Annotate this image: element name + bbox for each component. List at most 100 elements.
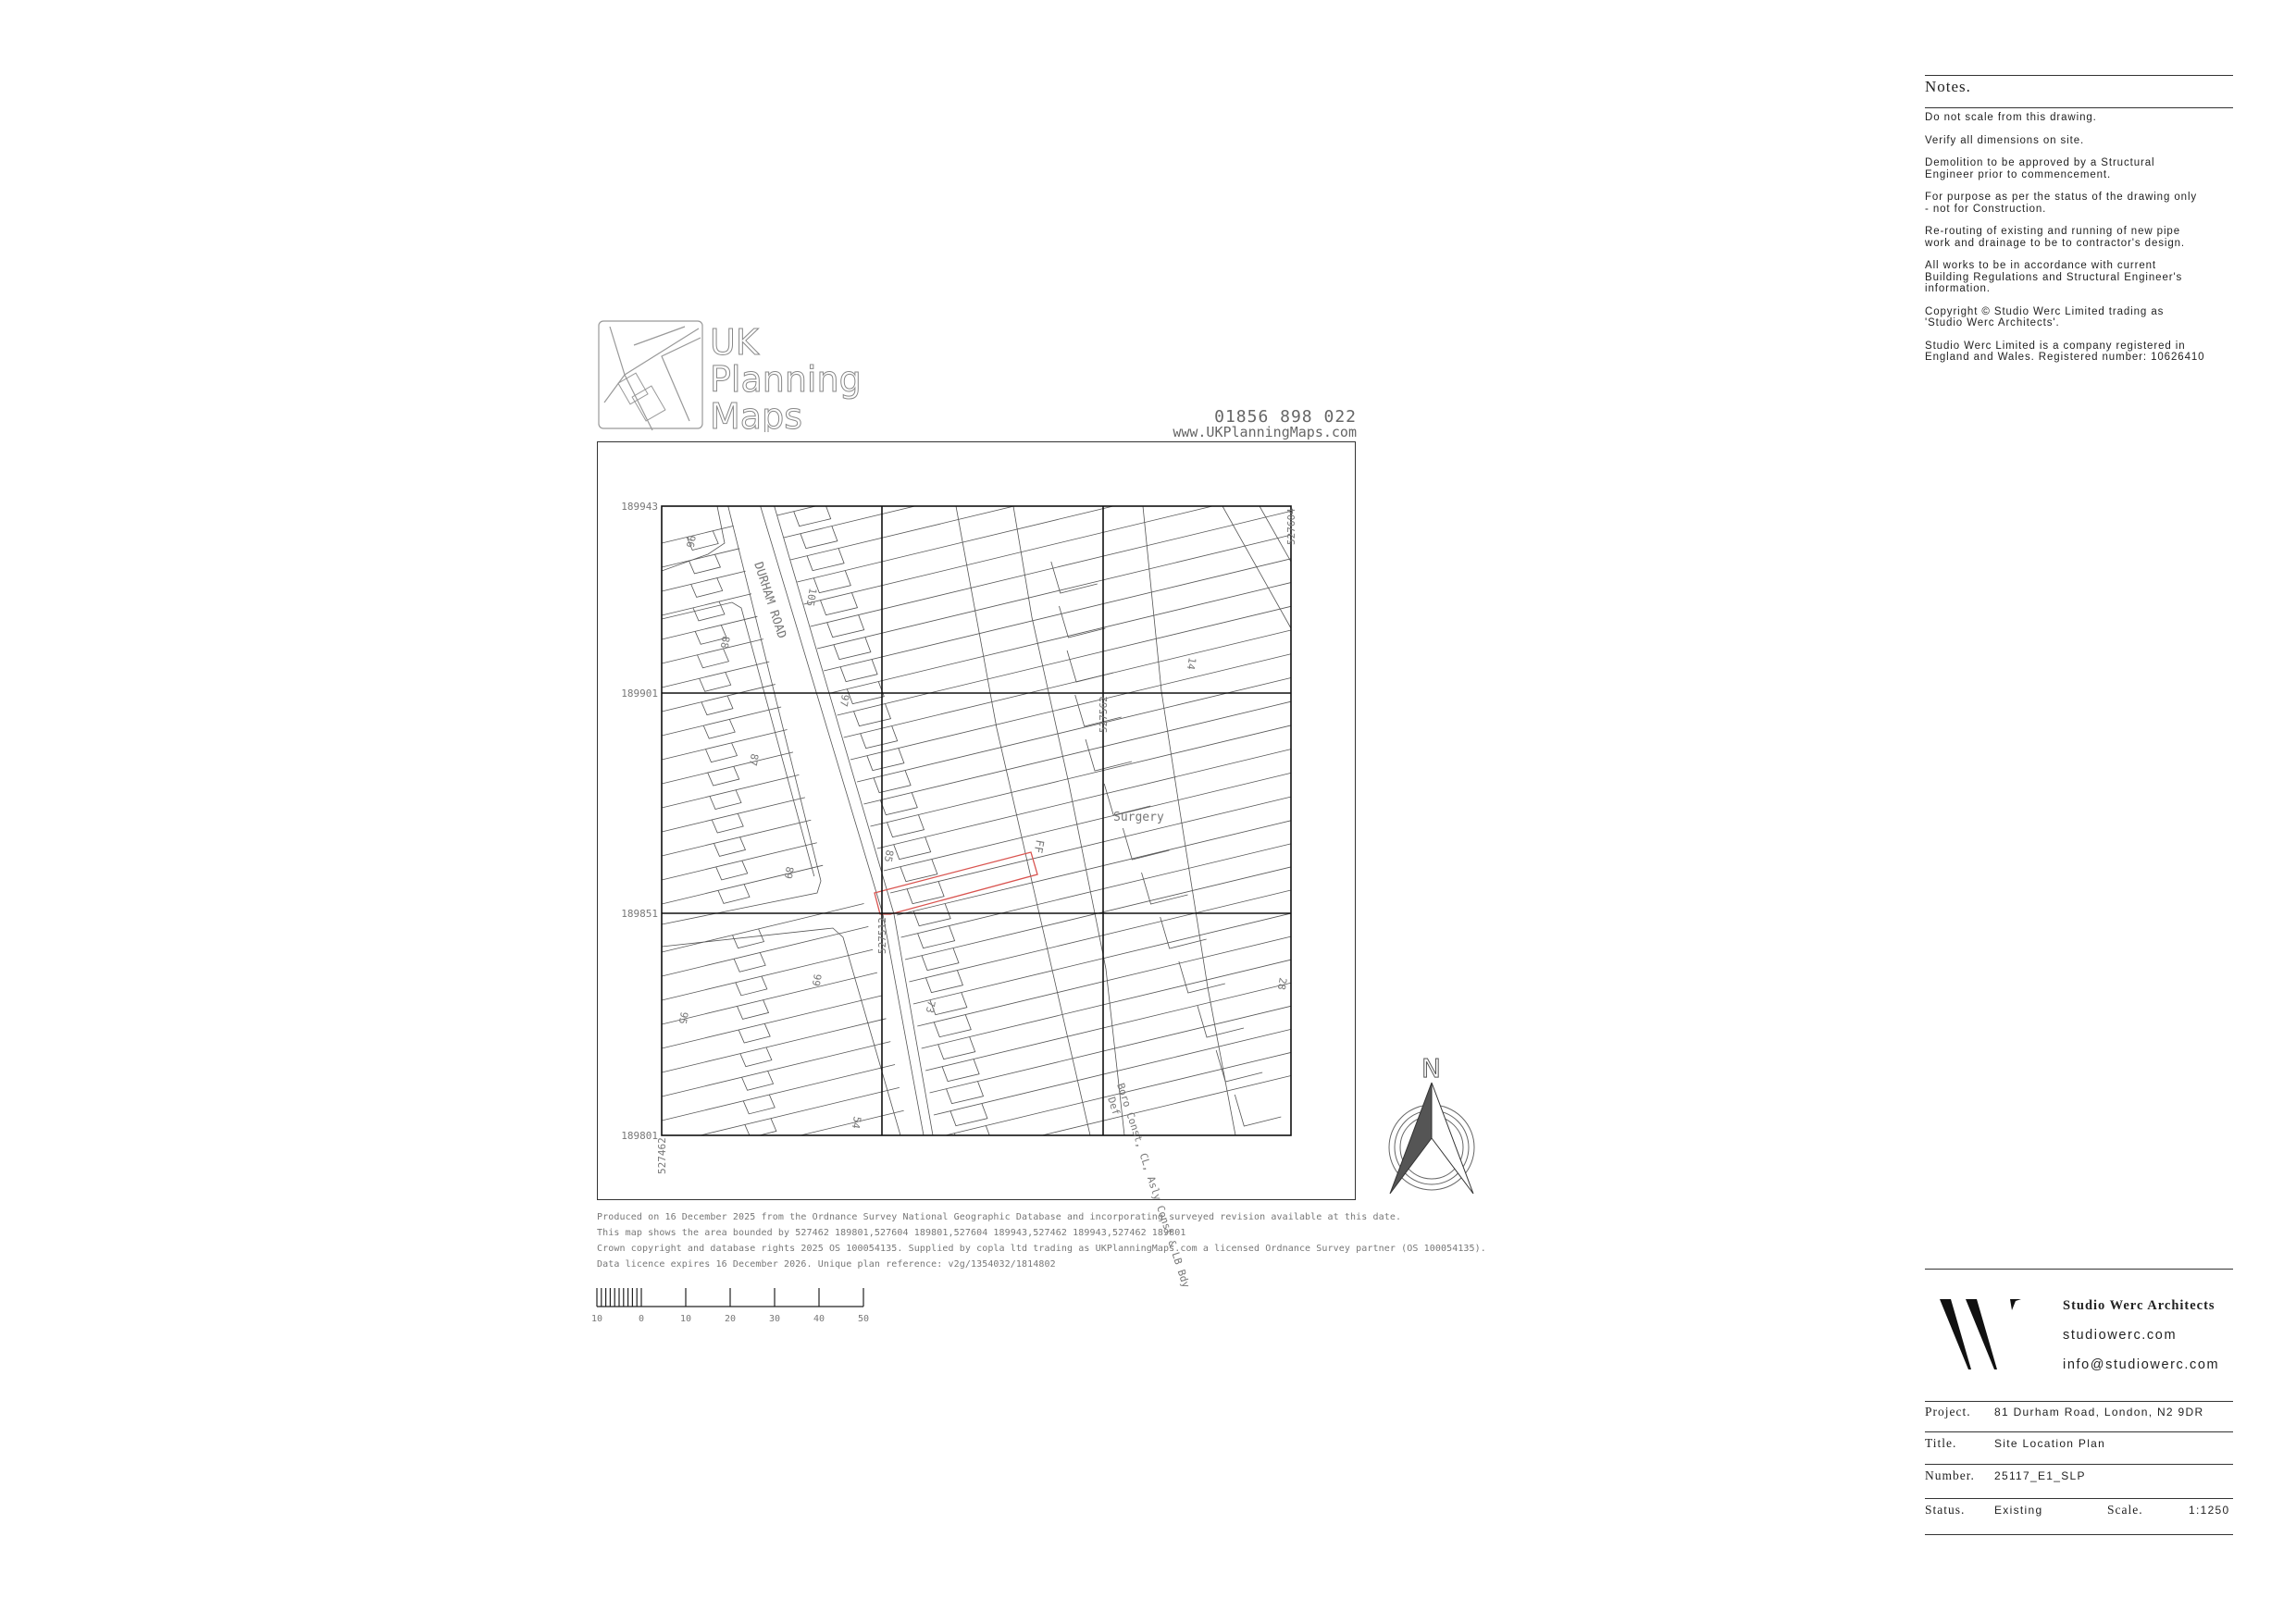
building-outline	[853, 703, 892, 727]
easting-label: 527512	[876, 917, 888, 954]
plot-boundary	[1142, 506, 1236, 1135]
studio-werc-logo	[1940, 1299, 2021, 1369]
plot-boundary	[1040, 1075, 1291, 1135]
number-label: Number.	[1925, 1468, 1975, 1482]
plot-boundary	[917, 935, 1291, 1027]
northing-label: 189801	[621, 1130, 658, 1142]
plot-boundary	[662, 593, 752, 616]
plot-boundary	[662, 903, 864, 953]
tb-rule	[1925, 1464, 2233, 1465]
plot-boundary	[900, 843, 1291, 938]
scale-label: 40	[813, 1314, 825, 1324]
building-outline	[1197, 1005, 1245, 1038]
plot-boundary	[662, 948, 874, 1001]
building-outline	[694, 625, 727, 645]
footer-line: Crown copyright and database rights 2025…	[597, 1244, 1486, 1254]
northing-label: 189943	[621, 501, 658, 513]
building-outline	[686, 530, 719, 551]
building-outline	[701, 695, 734, 716]
building-outline	[739, 1047, 773, 1068]
plot-boundary	[897, 820, 1291, 916]
company-name: Studio Werc Architects	[2063, 1298, 2215, 1313]
plot-boundary	[662, 842, 817, 881]
scale-label: 0	[639, 1314, 644, 1324]
notes-top-rule	[1925, 75, 2233, 76]
building-outline	[697, 648, 729, 669]
road-edge	[760, 506, 925, 1135]
building-outline	[1059, 605, 1106, 638]
tb-rule	[1925, 1431, 2233, 1432]
road-edge	[662, 506, 822, 925]
plot-boundary	[662, 525, 734, 544]
tb-rule	[1925, 1498, 2233, 1499]
plot-boundary	[662, 570, 746, 592]
house-number-label: 85	[882, 849, 896, 862]
building-outline	[793, 506, 832, 527]
plot-boundary	[921, 959, 1291, 1049]
footer-line: Produced on 16 December 2025 from the Or…	[597, 1212, 1402, 1222]
site-boundary	[874, 851, 1038, 915]
status-label: Status.	[1925, 1503, 1966, 1517]
company-website[interactable]: studiowerc.com	[2063, 1328, 2178, 1343]
north-label: N	[1421, 1053, 1441, 1084]
logo-text-maps: Maps	[710, 396, 802, 432]
building-outline	[738, 1022, 771, 1044]
building-outline	[1122, 827, 1170, 861]
surgery-label: Surgery	[1113, 811, 1164, 824]
plot-boundary	[803, 506, 1214, 605]
notes-title-rule	[1925, 107, 2233, 108]
building-outline	[735, 975, 768, 997]
building-outline	[941, 1059, 980, 1083]
building-outline	[709, 789, 742, 811]
plot-boundary	[890, 796, 1291, 894]
building-outline	[946, 1081, 985, 1105]
plot-boundary	[662, 972, 878, 1025]
building-outline	[949, 1103, 988, 1127]
building-outline	[744, 1118, 777, 1135]
plot-boundary	[830, 582, 1291, 694]
building-outline	[705, 742, 738, 763]
plot-boundary	[810, 510, 1291, 627]
building-outline	[1050, 561, 1098, 594]
rear-boundary	[955, 506, 1091, 1135]
plot-boundary	[662, 995, 882, 1049]
railway-line	[1259, 506, 1291, 563]
company-email[interactable]: info@studiowerc.com	[2063, 1357, 2220, 1372]
grid-border	[661, 505, 1292, 1136]
building-outline	[747, 1142, 778, 1161]
plot-boundary	[662, 684, 776, 712]
building-outline	[933, 1014, 972, 1038]
plot-boundary	[876, 749, 1291, 849]
plot-boundary	[662, 864, 824, 905]
building-outline	[959, 1148, 996, 1171]
note-item: Copyright © Studio Werc Limited trading …	[1925, 305, 2165, 329]
building-outline	[929, 992, 968, 1016]
building-outline	[1066, 650, 1114, 683]
ff-label: FF	[1032, 838, 1047, 854]
building-outline	[1074, 694, 1122, 727]
building-outline	[737, 999, 770, 1020]
building-outline	[715, 860, 749, 881]
house-number-label: 97	[838, 693, 851, 707]
building-outline	[1178, 960, 1225, 994]
building-outline	[1160, 916, 1207, 949]
scale-label: 20	[725, 1314, 736, 1324]
building-outline	[925, 970, 963, 994]
notes-list: Do not scale from this drawing. Verify a…	[1925, 112, 2240, 375]
logo-text-uk: UK	[710, 322, 760, 363]
building-outline	[906, 881, 945, 905]
easting-label: 527604	[1285, 508, 1297, 545]
house-number-label: 95	[676, 1010, 690, 1024]
plot-boundary	[662, 751, 794, 785]
building-outline	[937, 1036, 976, 1060]
footer-line: This map shows the area bounded by 52746…	[597, 1228, 1186, 1238]
note-item: Re-routing of existing and running of ne…	[1925, 226, 2186, 249]
plot-boundary	[662, 729, 788, 761]
notes-title: Notes.	[1925, 78, 1971, 95]
plot-boundary	[863, 700, 1291, 805]
note-item: Demolition to be approved by a Structura…	[1925, 157, 2155, 180]
project-label: Project.	[1925, 1405, 1971, 1419]
plot-boundary	[883, 772, 1291, 872]
building-outline	[1141, 872, 1188, 905]
plot-boundary	[933, 1028, 1291, 1116]
